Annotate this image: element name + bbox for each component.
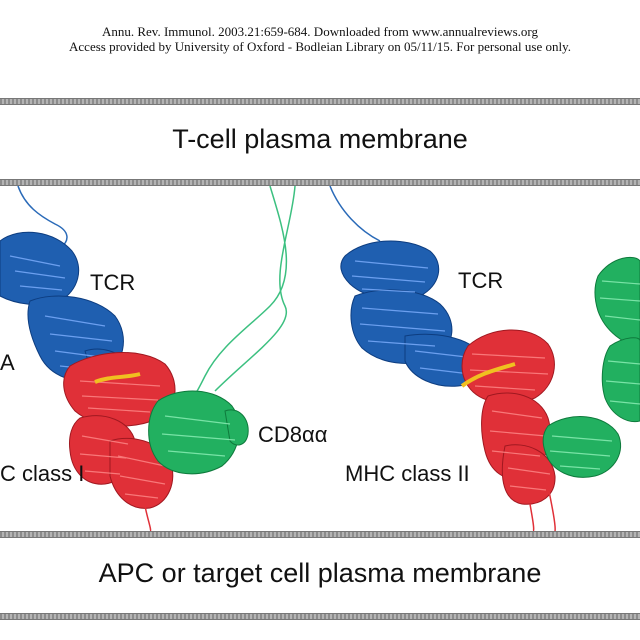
- peptide-right: [460, 362, 516, 388]
- tcr-stalk: [17, 186, 68, 249]
- membrane-band-bottom-lower: [0, 613, 640, 620]
- tcr-stalk: [329, 186, 381, 242]
- citation-line-2: Access provided by University of Oxford …: [69, 39, 571, 54]
- cd8-label: CD8αα: [258, 422, 328, 447]
- mhc-class-ii-label: MHC class II: [345, 461, 470, 486]
- cd8-stalk: [189, 186, 288, 402]
- citation-line-1: Annu. Rev. Immunol. 2003.21:659-684. Dow…: [101, 24, 539, 39]
- mhc-class-i-label: C class I: [0, 461, 84, 486]
- tcr-label-right: TCR: [458, 268, 503, 293]
- tcr-label-left: TCR: [90, 270, 135, 295]
- membrane-band-top-lower: [0, 179, 640, 186]
- membrane-band-bottom-upper: [0, 531, 640, 538]
- apc-membrane-label: APC or target cell plasma membrane: [98, 558, 542, 588]
- cd8-stalk: [214, 186, 296, 392]
- citation-header: Annu. Rev. Immunol. 2003.21:659-684. Dow…: [0, 24, 640, 54]
- membrane-band-top-upper: [0, 98, 640, 105]
- t-cell-membrane-label: T-cell plasma membrane: [172, 124, 468, 154]
- cd8-structure: [148, 390, 249, 475]
- cd4-structure: [542, 256, 640, 478]
- protein-structure-figure: TCR A CD8αα C class I TCR MHC class II: [0, 186, 640, 531]
- peptide-left: [94, 372, 141, 384]
- edge-label-left: A: [0, 350, 15, 375]
